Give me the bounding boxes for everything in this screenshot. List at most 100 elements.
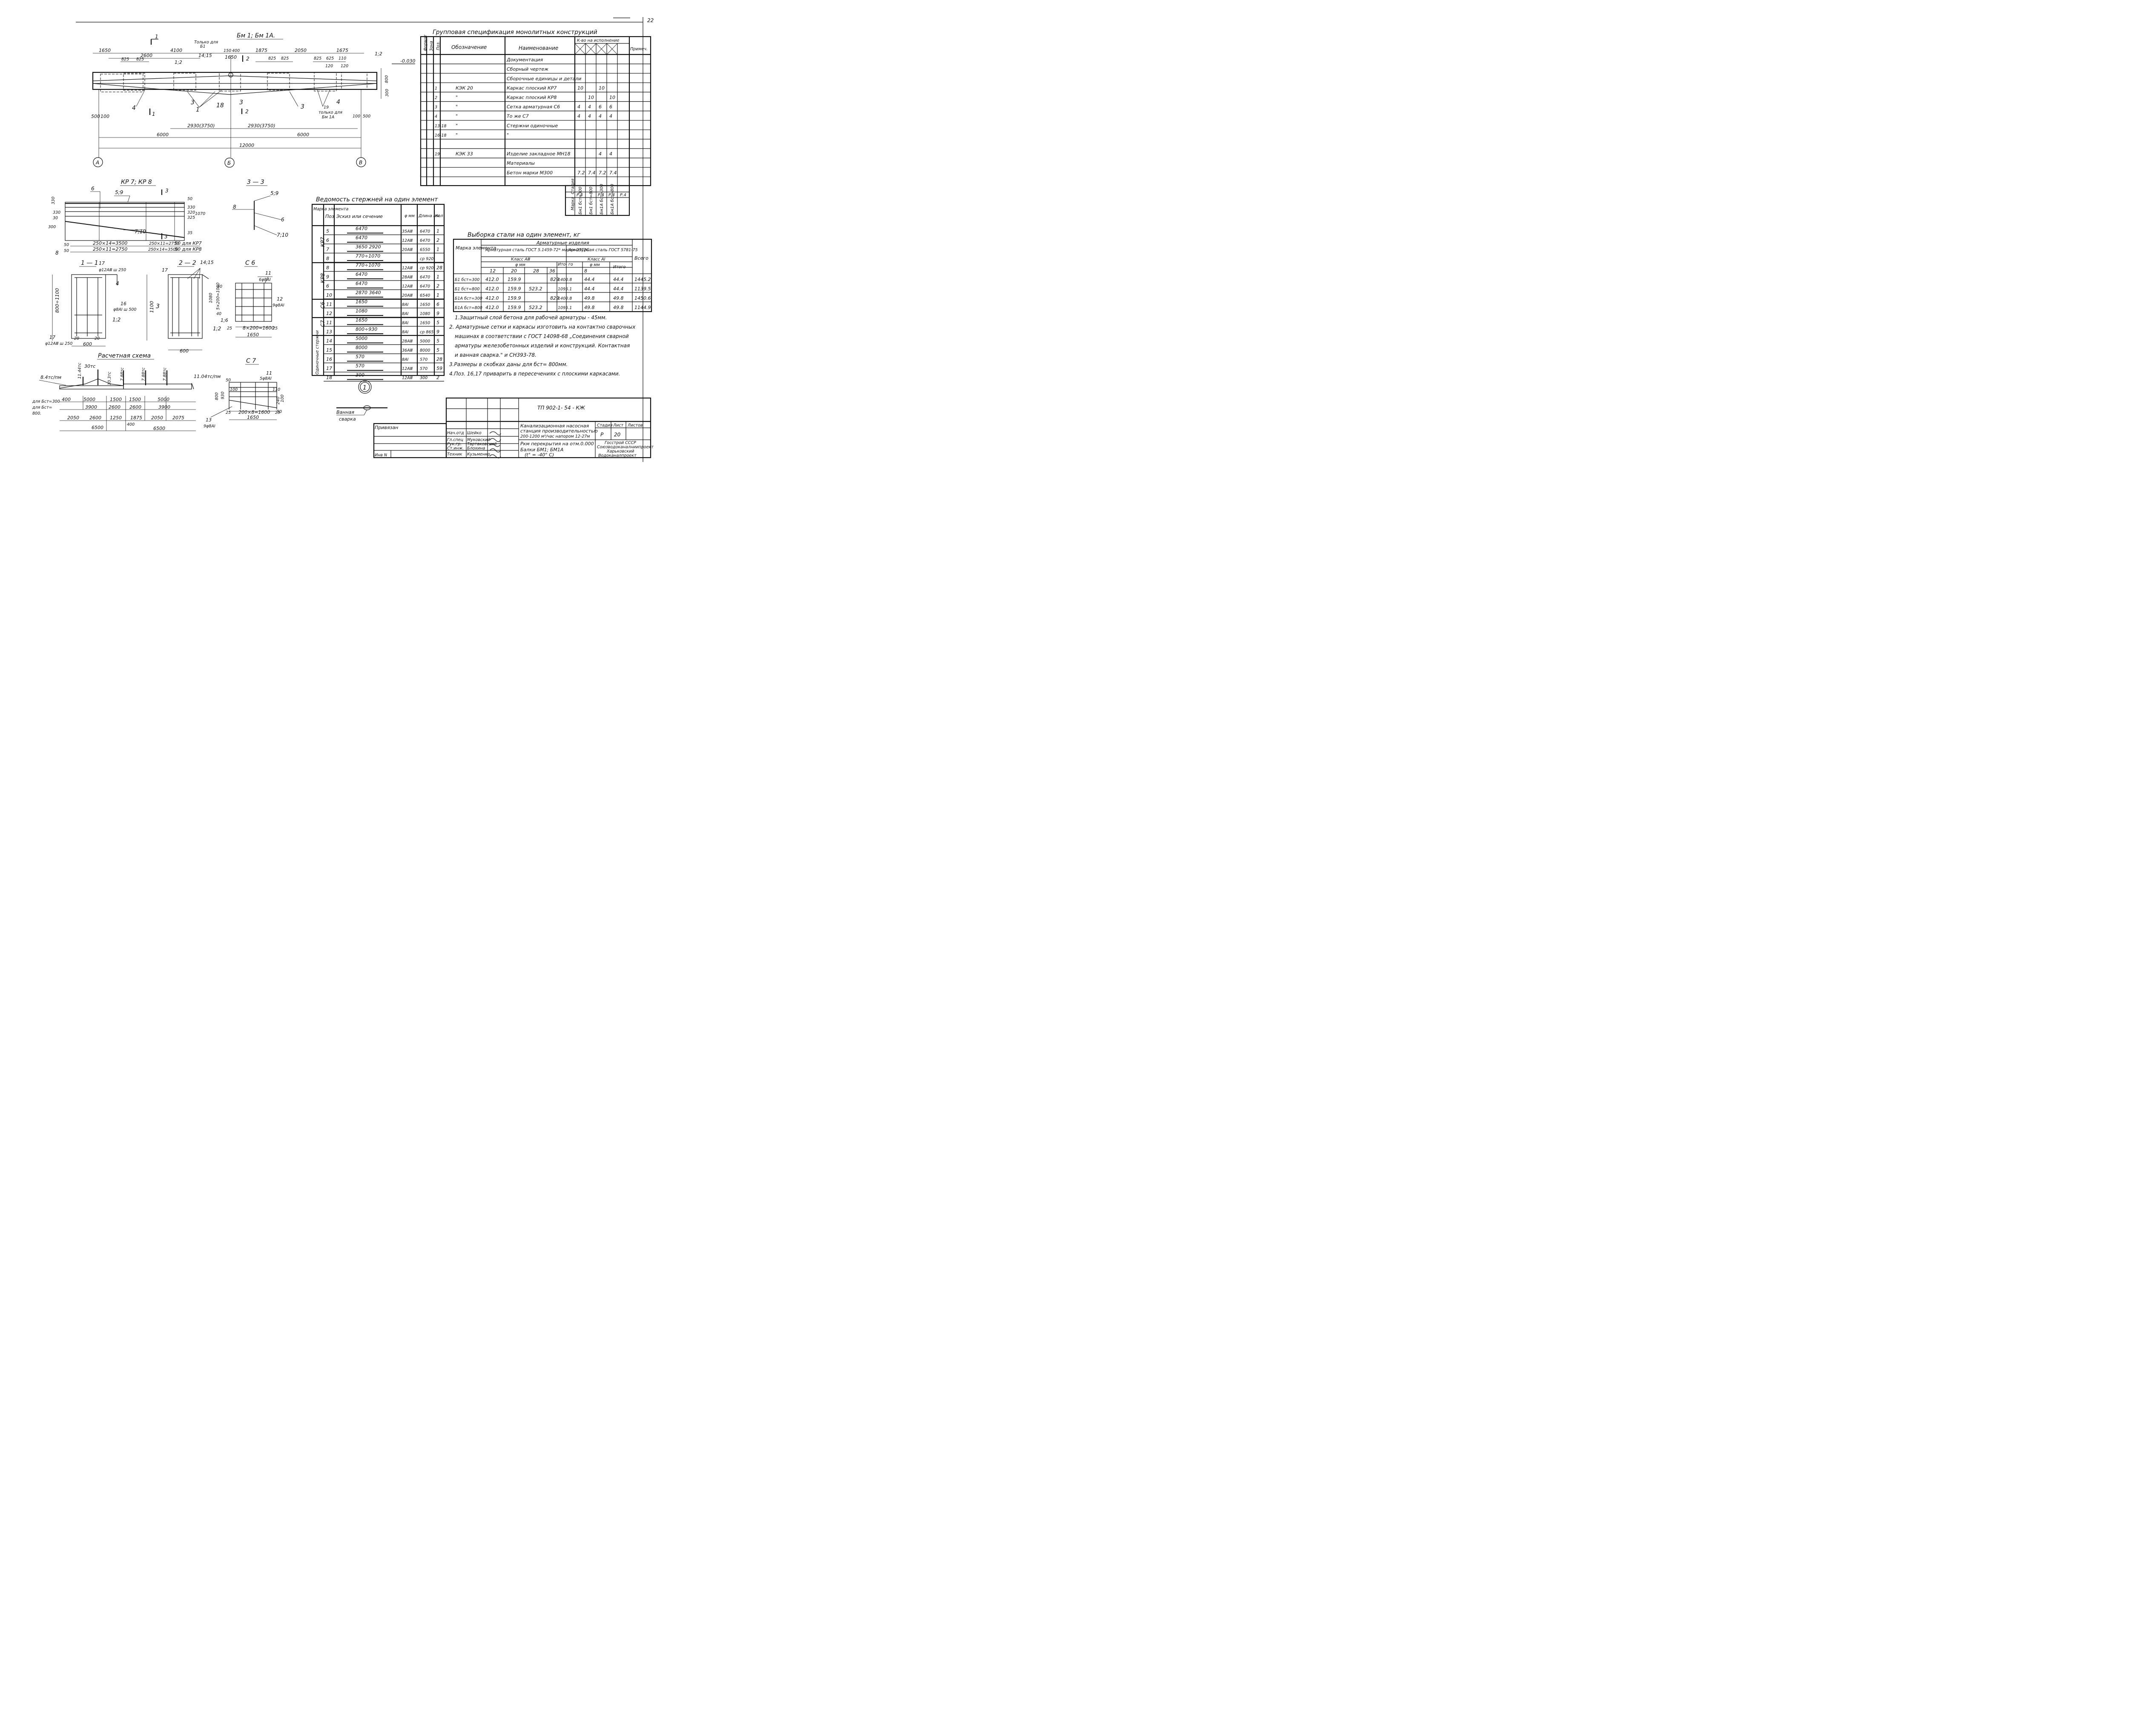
spec-h-note: Примеч.	[630, 47, 648, 52]
spec-row-qty: 4	[588, 104, 591, 110]
dim-2050: 2050	[295, 48, 307, 53]
spec-row-qty: 4	[577, 104, 580, 110]
steel-h-steel2: Арматурная сталь ГОСТ 5781-75	[568, 248, 638, 252]
circle-mark-1: 1	[363, 384, 367, 391]
sec11-mark-17: 17	[99, 261, 105, 266]
dim-500-right: 500	[363, 114, 370, 119]
steel-title: Выборка стали на один элемент, кг	[468, 232, 580, 238]
steel-row-value: 49.8	[584, 295, 595, 301]
bar-row-qty: 1	[436, 229, 439, 234]
stamp-sheet-1: Ркм перекрытия на отм.0.000	[520, 441, 594, 447]
kr-mark-5-9: 5;9	[115, 189, 123, 195]
bar-row-pos: 11	[326, 302, 332, 307]
c7-dim-200x8: 200×8=1600	[238, 410, 270, 415]
weld-detail: 1 Ванная сварка	[336, 380, 387, 422]
sec22-mark-17: 17	[162, 267, 168, 273]
bar-row-len: 570	[420, 367, 428, 371]
bar-row-dia: 12АⅢ	[402, 376, 413, 381]
steel-row-value: 49.8	[613, 305, 624, 310]
steel-h-total: Всего	[634, 255, 648, 261]
sec11-title: 1 — 1	[81, 260, 98, 266]
bar-row-sketch: 3650 2920	[356, 244, 381, 250]
sec11-mark-phi8: φ8АⅠ ш 500	[113, 307, 136, 312]
bar-row-dia: 20АⅢ	[402, 248, 413, 252]
bar-row-pos: 7	[326, 247, 329, 252]
bar-row-len: 6470	[420, 238, 430, 243]
calc-r3-2050b: 2050	[151, 415, 163, 421]
spec-title: Групповая спецификация монолитных констр…	[433, 29, 597, 36]
calc-label-800: 800.	[32, 411, 41, 416]
stamp-role-2: Гл.спец	[447, 438, 463, 442]
spec-mark-4: Бм1А бст=800	[610, 184, 615, 215]
stamp-name-1: Шейко	[467, 431, 482, 435]
bar-row-len: 8000	[420, 348, 430, 353]
spec-row-qty: 4	[599, 151, 602, 157]
load-7-88a: 7.88тс	[120, 367, 125, 381]
calc-label-bst: для Бст=	[32, 405, 52, 410]
calc-label-300: для Бст=300	[32, 399, 60, 404]
load-30: 30тс	[84, 364, 95, 369]
c7-dim-100b: 100	[280, 395, 285, 402]
part-4-left: 4	[132, 105, 136, 112]
bars-h-mark: Марка элемента	[313, 207, 349, 212]
steel-h-mark: Марка элемента	[456, 245, 496, 251]
bar-row-dia: 20АⅢ	[402, 293, 413, 298]
bars-h-sketch: Эскиз или сечение	[336, 214, 383, 219]
bar-row-sketch: 6470	[356, 226, 367, 232]
steel-h-class2: Класс АⅠ	[588, 257, 605, 262]
sec22-dim-40a: 40	[217, 284, 222, 289]
dim-400: 400	[232, 49, 240, 53]
kr-dim-320: 320	[187, 210, 195, 215]
c6-mark-6phi8: 6φ8АⅠ	[259, 278, 271, 282]
page-number: 22	[647, 17, 654, 23]
spec-row-qty: 4	[577, 114, 580, 119]
sec11-mark-4: 4	[116, 281, 119, 286]
c7-dim-800: 800	[215, 392, 219, 400]
load-8-4: 8.4тс/пм	[40, 375, 61, 380]
dim-1675: 1675	[336, 48, 348, 53]
stamp-role-5: Техник	[447, 452, 462, 457]
spec-row-qty: 4	[588, 114, 591, 119]
calc-r3-1875: 1875	[130, 415, 142, 421]
sec33-mark-8: 8	[233, 204, 236, 210]
spec-row-qty: 10	[588, 95, 594, 100]
c6-dim-8x200: 8×200=1600	[243, 325, 274, 331]
bar-row-qty: 1	[436, 247, 439, 252]
bars-h-pos: Поз	[325, 214, 334, 219]
spec-h-designation: Обозначение	[451, 44, 487, 50]
kr-dim-50b: 50	[64, 243, 69, 247]
c6-mark-12: 12	[277, 296, 283, 302]
dim-1875: 1875	[255, 48, 267, 53]
steel-table: Выборка стали на один элемент, кг Армату…	[453, 232, 652, 312]
dim-825b: 825	[136, 57, 144, 62]
c7-dim-240: 240	[276, 397, 281, 404]
spec-row-designation: "	[456, 104, 458, 110]
bar-row-dia: 28АⅢ	[402, 275, 413, 280]
stamp-name-3: Тартаковский	[467, 442, 496, 447]
steel-row-mark: Б1 бст=300	[455, 278, 479, 282]
drawing-sheet: 22 Бм 1; Бм 1А. 1 1650 4100 2600 825 825…	[32, 17, 654, 462]
mark-1-2-right: 1;2	[375, 51, 382, 57]
kr-mark-7-10: 7;10	[135, 229, 146, 235]
spec-row-designation: "	[456, 95, 458, 100]
c7-dim-50a: 50	[226, 378, 231, 383]
stamp-stage-h: Стадия	[597, 423, 613, 428]
bar-row-sketch: 8000	[356, 345, 367, 350]
sec22-dim-40b: 40	[216, 312, 221, 316]
bar-row-qty: 28	[436, 265, 442, 271]
spec-row-qty: 7.4	[588, 170, 596, 175]
spec-h-name: Наименование	[519, 45, 558, 51]
dim-625: 625	[326, 56, 334, 61]
bar-row-pos: 10	[326, 292, 332, 298]
steel-row-value: 1095.1	[558, 306, 572, 310]
stamp-role-4: Ст.инж.	[447, 446, 464, 451]
title-block: ТП 902-1- 54 - КЖ Привязан Инв N Нач.отд…	[373, 397, 654, 458]
calc-r2-2600a: 2600	[109, 404, 121, 410]
bar-row-pos: 18	[326, 375, 332, 381]
section-mark-bottom: 1	[152, 111, 155, 117]
kr-dim-330b: 330	[187, 205, 195, 210]
load-7-88b: 7.88тс	[141, 367, 146, 381]
steel-row-value: 412.0	[485, 286, 499, 292]
part-1: 1	[196, 106, 200, 113]
